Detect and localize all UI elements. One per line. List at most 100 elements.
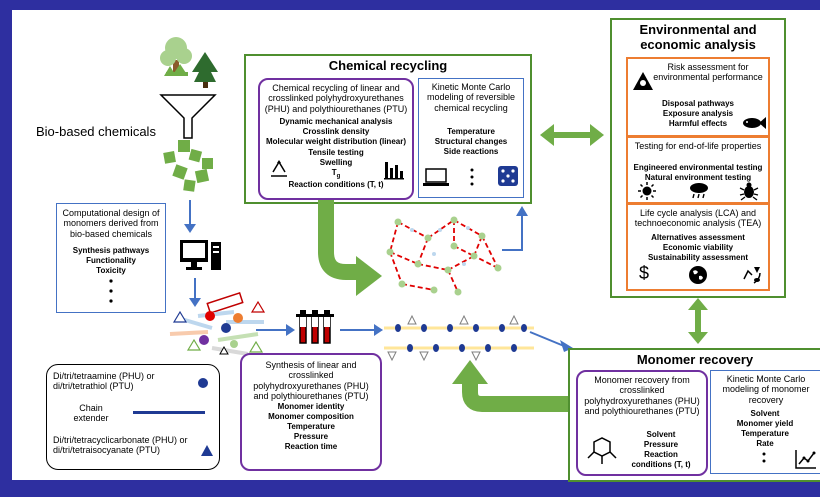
- amine-dot-icon: [198, 378, 208, 388]
- arrow-right-2: [340, 324, 383, 336]
- ellipsis-vertical-icon: [109, 279, 113, 303]
- computer-icon: [180, 240, 221, 270]
- arrow-right-1: [256, 324, 295, 336]
- computational-design-box: Computational design of monomers derived…: [56, 203, 166, 313]
- crosslinked-network-icon: [386, 216, 502, 296]
- molecule-icon: [587, 437, 617, 464]
- computational-title: Computational design of monomers derived…: [62, 208, 160, 239]
- bar-chart-icon: [384, 162, 404, 180]
- tg-subscript: g: [336, 173, 341, 180]
- chem-item: Molecular weight distribution (linear): [265, 137, 406, 146]
- globe-icon: [689, 266, 707, 284]
- recycle-icon: [271, 160, 287, 177]
- computational-item: Synthesis pathways: [72, 246, 150, 255]
- synthesis-item: Temperature: [287, 422, 335, 431]
- computational-item: Functionality: [86, 256, 136, 265]
- recycle-leaf-icon: [743, 267, 761, 284]
- recovery-item: Pressure: [643, 440, 679, 449]
- recovery-title: Monomer recovery from crosslinked polyhy…: [584, 375, 700, 417]
- chemical-recycling-header: Chemical recycling: [328, 58, 448, 73]
- chem-kmc-title: Kinetic Monte Carlo modeling of reversib…: [426, 82, 516, 113]
- lca-item: Economic viability: [662, 243, 734, 252]
- arrow-network-to-kmc: [502, 206, 528, 251]
- test-item: Natural environment testing: [644, 173, 752, 182]
- synthesis-title: Synthesis of linear and crosslinked poly…: [253, 360, 369, 402]
- monomer-recovery-header: Monomer recovery: [636, 352, 754, 367]
- arrow-down-1: [184, 200, 196, 233]
- synthesis-item: Monomer composition: [268, 412, 354, 421]
- chain-extender-line-icon: [133, 411, 205, 414]
- hazard-icon: [633, 72, 653, 90]
- risk-item: Harmful effects: [668, 119, 728, 128]
- outer-border-bottom: [0, 480, 820, 497]
- chem-item-tg: Tg: [260, 168, 412, 180]
- chem-item: Reaction conditions (T, t): [288, 180, 384, 189]
- double-arrow-vertical: [688, 298, 708, 344]
- big-arrow-chem-to-network: [318, 200, 382, 296]
- environmental-analysis-box: Environmental and economic analysis Risk…: [610, 18, 786, 298]
- tree-icon: [192, 52, 218, 88]
- tg-symbol: T: [331, 168, 337, 177]
- chem-main-title: Chemical recycling of linear and crossli…: [264, 83, 408, 114]
- outer-border: [0, 0, 12, 497]
- recovery-item: Solvent: [646, 430, 676, 439]
- carbonate-triangle-icon: [201, 445, 213, 456]
- end-of-life-testing-box: Testing for end-of-life properties Engin…: [626, 136, 770, 204]
- chem-recycling-main-box: Chemical recycling of linear and crossli…: [258, 78, 414, 200]
- arrow-down-2: [189, 278, 201, 307]
- synthesis-item: Reaction time: [284, 442, 338, 451]
- risk-item: Disposal pathways: [661, 99, 735, 108]
- chem-kmc-item: Structural changes: [434, 137, 508, 146]
- rain-cloud-icon: [690, 183, 708, 199]
- chem-item: Crosslink density: [302, 127, 370, 136]
- funnel-icon: [159, 94, 217, 139]
- lca-item: Sustainability assessment: [647, 253, 749, 262]
- lca-item: Alternatives assessment: [651, 233, 745, 242]
- legend-chain-label: Chain extender: [73, 403, 109, 424]
- risk-item: Exposure analysis: [662, 109, 734, 118]
- monomer-recovery-box: Monomer recovery Monomer recovery from c…: [568, 348, 820, 482]
- monomer-mixture-icon: [169, 292, 266, 356]
- test-title: Testing for end-of-life properties: [634, 141, 762, 151]
- chem-item: Swelling: [319, 158, 353, 167]
- risk-title: Risk assessment for environmental perfor…: [653, 62, 763, 83]
- chem-item: Tensile testing: [308, 148, 364, 157]
- bug-icon: [739, 182, 759, 201]
- monomer-legend-box: Di/tri/tetraamine (PHU) or di/tri/tetrat…: [46, 364, 220, 470]
- chem-kmc-item: Side reactions: [443, 147, 499, 156]
- green-blocks-icon: [163, 140, 213, 192]
- test-item: Engineered environmental testing: [633, 163, 763, 172]
- chem-kmc-box: Kinetic Monte Carlo modeling of reversib…: [418, 78, 524, 198]
- outer-border-top: [0, 0, 820, 10]
- monomer-kmc-title: Kinetic Monte Carlo modeling of monomer …: [722, 374, 810, 405]
- computational-item: Toxicity: [96, 266, 126, 275]
- dollar-icon: $: [638, 263, 649, 283]
- plant-icon: [160, 37, 192, 76]
- test-tubes-icon: [296, 310, 334, 344]
- double-arrow-horizontal: [540, 124, 604, 146]
- linear-polymer-icon: [384, 314, 534, 362]
- sun-icon: [638, 182, 656, 200]
- bio-based-label: Bio-based chemicals: [36, 124, 156, 139]
- chemical-recycling-box: Chemical recycling Chemical recycling of…: [244, 54, 532, 204]
- monomer-kmc-box: Kinetic Monte Carlo modeling of monomer …: [710, 370, 820, 474]
- synthesis-box: Synthesis of linear and crosslinked poly…: [240, 353, 382, 471]
- monomer-kmc-item: Rate: [756, 439, 774, 448]
- ellipsis-vertical-icon: [762, 452, 766, 463]
- monomer-recovery-main-box: Monomer recovery from crosslinked polyhy…: [576, 370, 708, 476]
- line-chart-icon: [795, 450, 816, 469]
- ellipsis-vertical-icon: [470, 168, 474, 186]
- laptop-icon: [423, 168, 449, 186]
- synthesis-item: Monomer identity: [277, 402, 345, 411]
- env-header: Environmental and economic analysis: [639, 22, 757, 52]
- synthesis-item: Pressure: [293, 432, 329, 441]
- big-arrow-recovery-to-network: [452, 360, 572, 412]
- dice-icon: [498, 166, 518, 186]
- lca-tea-box: Life cycle analysis (LCA) and technoecon…: [626, 203, 770, 291]
- legend-carbonate-label: Di/tri/tetracyclicarbonate (PHU) or di/t…: [53, 435, 188, 456]
- monomer-kmc-item: Temperature: [741, 429, 789, 438]
- lca-title: Life cycle analysis (LCA) and technoecon…: [634, 208, 762, 229]
- chem-kmc-item: Temperature: [447, 127, 495, 136]
- monomer-kmc-item: Solvent: [750, 409, 780, 418]
